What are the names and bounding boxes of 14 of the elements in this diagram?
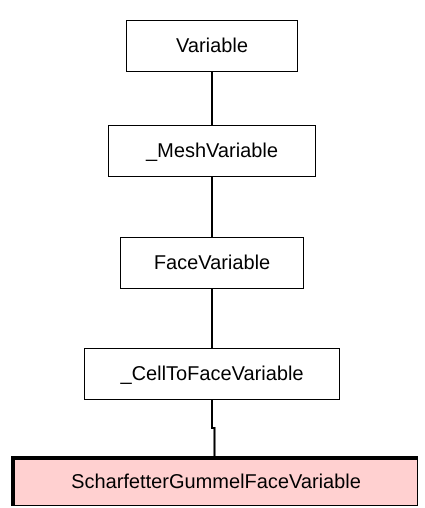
class-name: _CellToFaceVariable bbox=[120, 362, 304, 386]
class-box bbox=[108, 125, 316, 177]
class-box bbox=[84, 348, 340, 400]
class-name: ScharfetterGummelFaceVariable bbox=[71, 471, 361, 494]
class-name: Variable bbox=[176, 34, 248, 58]
connector-line bbox=[211, 177, 213, 237]
class-box bbox=[120, 237, 304, 289]
class-name: FaceVariable bbox=[154, 252, 270, 274]
class-box bbox=[126, 20, 298, 72]
connector-line bbox=[211, 400, 216, 456]
class-name: _MeshVariable bbox=[146, 140, 278, 162]
highlighted-class-box bbox=[11, 456, 418, 506]
connector-line bbox=[211, 72, 213, 125]
connector-line bbox=[211, 289, 213, 348]
